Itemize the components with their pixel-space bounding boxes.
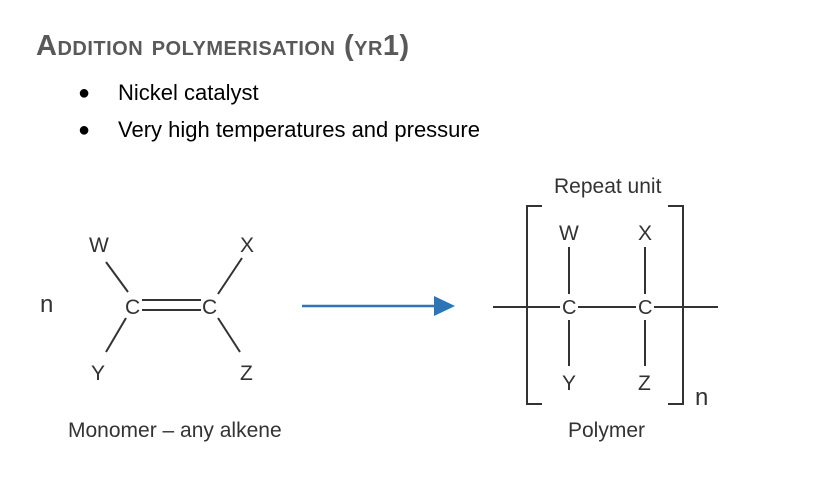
bullet-dot-icon: ● [78, 118, 91, 141]
polymer-carbon-right: C [638, 297, 652, 319]
polymer-subscript-n: n [695, 384, 708, 411]
monomer-multiplier: n [40, 291, 53, 318]
bullet-dot-icon: ● [78, 81, 91, 104]
reaction-arrow-icon [302, 296, 455, 316]
bullet-item: ● Nickel catalyst [78, 74, 480, 111]
monomer-carbon-left: C [125, 296, 140, 319]
polymer-sub-w: W [559, 222, 579, 245]
bond-w-c [105, 261, 129, 293]
monomer-sub-y: Y [91, 362, 105, 385]
bond-x-c [217, 257, 243, 295]
polymer-sub-y: Y [562, 372, 576, 395]
bullet-text: Nickel catalyst [118, 79, 259, 105]
monomer-sub-w: W [89, 234, 109, 257]
bullet-list: ● Nickel catalyst ● Very high temperatur… [78, 74, 480, 148]
polymer-carbon-left: C [562, 297, 576, 319]
polymer-sub-z: Z [638, 372, 651, 395]
polymer-sub-x: X [638, 222, 652, 245]
bracket-left [526, 205, 542, 405]
bullet-item: ● Very high temperatures and pressure [78, 111, 480, 148]
monomer-caption: Monomer – any alkene [68, 419, 282, 442]
monomer-structure [105, 257, 243, 353]
bracket-right [668, 205, 684, 405]
monomer-sub-z: Z [240, 362, 253, 385]
bullet-text: Very high temperatures and pressure [118, 116, 480, 142]
monomer-sub-x: X [240, 234, 254, 257]
monomer-carbon-right: C [202, 296, 217, 319]
polymer-caption: Polymer [568, 419, 645, 442]
bond-y-c [105, 317, 127, 353]
repeat-unit-label: Repeat unit [554, 175, 662, 198]
slide-title: Addition polymerisation (yr1) [36, 30, 410, 62]
polymer-structure [493, 205, 718, 405]
bond-z-c [217, 317, 241, 353]
